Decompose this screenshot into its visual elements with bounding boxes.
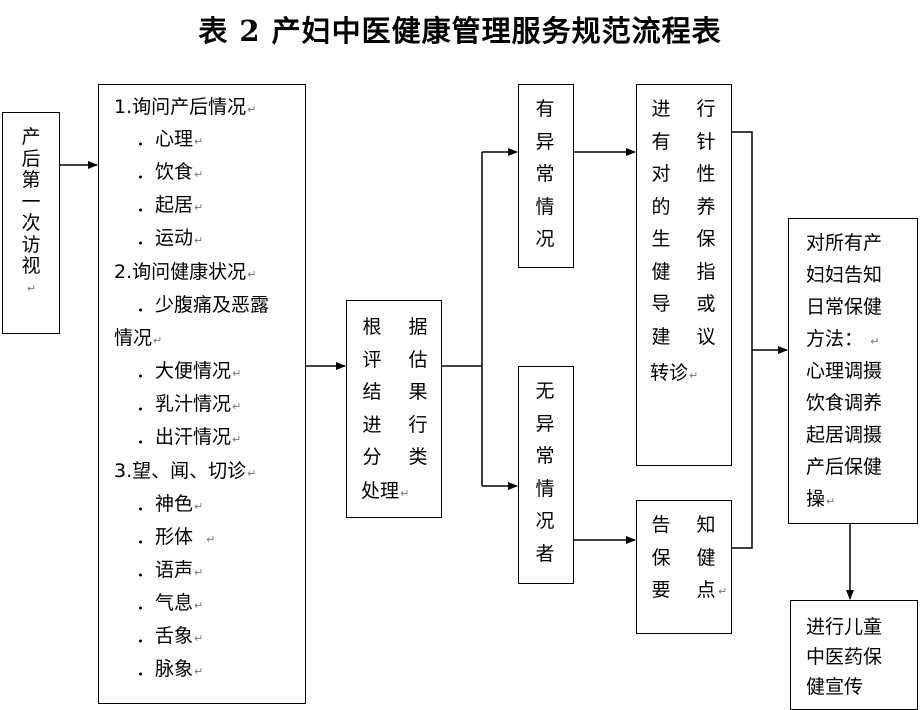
all-mothers-line: 对所有产	[806, 232, 883, 254]
inform-col-left: 告保要	[651, 514, 671, 601]
first-visit-char: 第	[21, 169, 41, 191]
return-mark-icon: ↵	[718, 585, 728, 598]
first-visit-char: 访	[21, 233, 41, 256]
connector-inform-right	[732, 350, 753, 549]
inquiry-item-abdominal-pain-cont: 情况↵	[114, 327, 163, 349]
connector-guidance-right	[732, 131, 753, 350]
inquiry-item-complexion: ．神色↵	[136, 493, 204, 515]
first-visit-box: 产 后 第 一 次 访 视 ↵	[2, 112, 60, 334]
inquiry-box: 1.询问产后情况↵ ．心理↵ ．饮食↵ ．起居↵ ．运动↵ 2.询问健康状况↵ …	[98, 84, 306, 704]
inquiry-item-stool: ．大便情况↵	[136, 360, 242, 382]
inquiry-item-lactation: ．乳汁情况↵	[136, 393, 242, 415]
inquiry-item-voice: ．语声↵	[136, 559, 204, 581]
classify-last-line: 处理↵	[361, 480, 410, 502]
first-visit-char: 视	[21, 255, 41, 277]
first-visit-char: 后	[21, 147, 41, 170]
first-visit-char: 产	[21, 126, 41, 148]
all-mothers-line: 日常保健	[806, 296, 883, 318]
first-visit-char: 次	[21, 212, 41, 234]
inquiry-item-sweating: ．出汗情况↵	[136, 426, 242, 448]
normal-text: 无异常情况者	[535, 380, 555, 565]
flow-connectors	[60, 131, 854, 600]
classify-col-left: 根评结进分	[362, 316, 382, 468]
guidance-box: 进有对的生健导建 行针性养保指或议 转诊↵	[636, 84, 732, 466]
guidance-last-line: 转诊↵	[650, 362, 699, 384]
inform-col-right: 知健点	[696, 514, 716, 601]
all-mothers-line: 起居调摄	[806, 424, 883, 446]
inquiry-item-pulse: ．脉象↵	[136, 658, 204, 680]
classify-col-right: 据估果行类	[408, 316, 428, 468]
all-mothers-box: 对所有产 妇妇告知 日常保健 方法： ↵ 心理调摄 饮食调养 起居调摄 产后保健…	[788, 218, 918, 524]
inquiry-item-daily-life: ．起居↵	[136, 194, 204, 216]
inform-box: 告保要 知健点 ↵	[636, 500, 732, 634]
classify-box: 根评结进分 据估果行类 处理↵	[346, 300, 442, 518]
first-visit-text: 产 后 第 一 次 访 视 ↵	[20, 126, 42, 299]
inquiry-item-tongue: ．舌象↵	[136, 625, 204, 647]
normal-box: 无异常情况者	[518, 366, 574, 584]
first-visit-char: 一	[21, 190, 41, 213]
page-title: 表 2 产妇中医健康管理服务规范流程表	[198, 14, 722, 48]
all-mothers-line: 饮食调养	[806, 392, 883, 414]
all-mothers-line: 方法： ↵	[806, 328, 880, 350]
inquiry-item-mind: ．心理↵	[136, 128, 204, 150]
inquiry-item-exercise: ．运动↵	[136, 227, 204, 249]
inquiry-heading-3: 3.望、闻、切诊↵	[114, 460, 257, 482]
child-health-line: 中医药保	[806, 646, 883, 668]
child-health-line: 进行儿童	[806, 616, 883, 638]
inquiry-item-abdominal-pain: ．少腹痛及恶露	[136, 294, 270, 316]
all-mothers-line: 妇妇告知	[806, 264, 883, 286]
abnormal-box: 有异常情况	[518, 84, 574, 268]
all-mothers-line: 心理调摄	[806, 360, 883, 382]
inquiry-item-body-form: ．形体 ↵	[136, 526, 216, 548]
guidance-col-right: 行针性养保指或议	[696, 98, 716, 348]
abnormal-text: 有异常情况	[535, 98, 555, 250]
all-mothers-line: 产后保健	[806, 456, 883, 478]
inquiry-heading-2: 2.询问健康状况↵	[114, 261, 257, 283]
all-mothers-line: 操↵	[806, 488, 836, 510]
inquiry-heading-1: 1.询问产后情况↵	[114, 96, 257, 118]
inquiry-item-breath: ．气息↵	[136, 592, 204, 614]
inquiry-item-diet: ．饮食↵	[136, 161, 204, 183]
guidance-col-left: 进有对的生健导建	[651, 98, 671, 348]
return-mark-icon: ↵	[26, 281, 37, 295]
